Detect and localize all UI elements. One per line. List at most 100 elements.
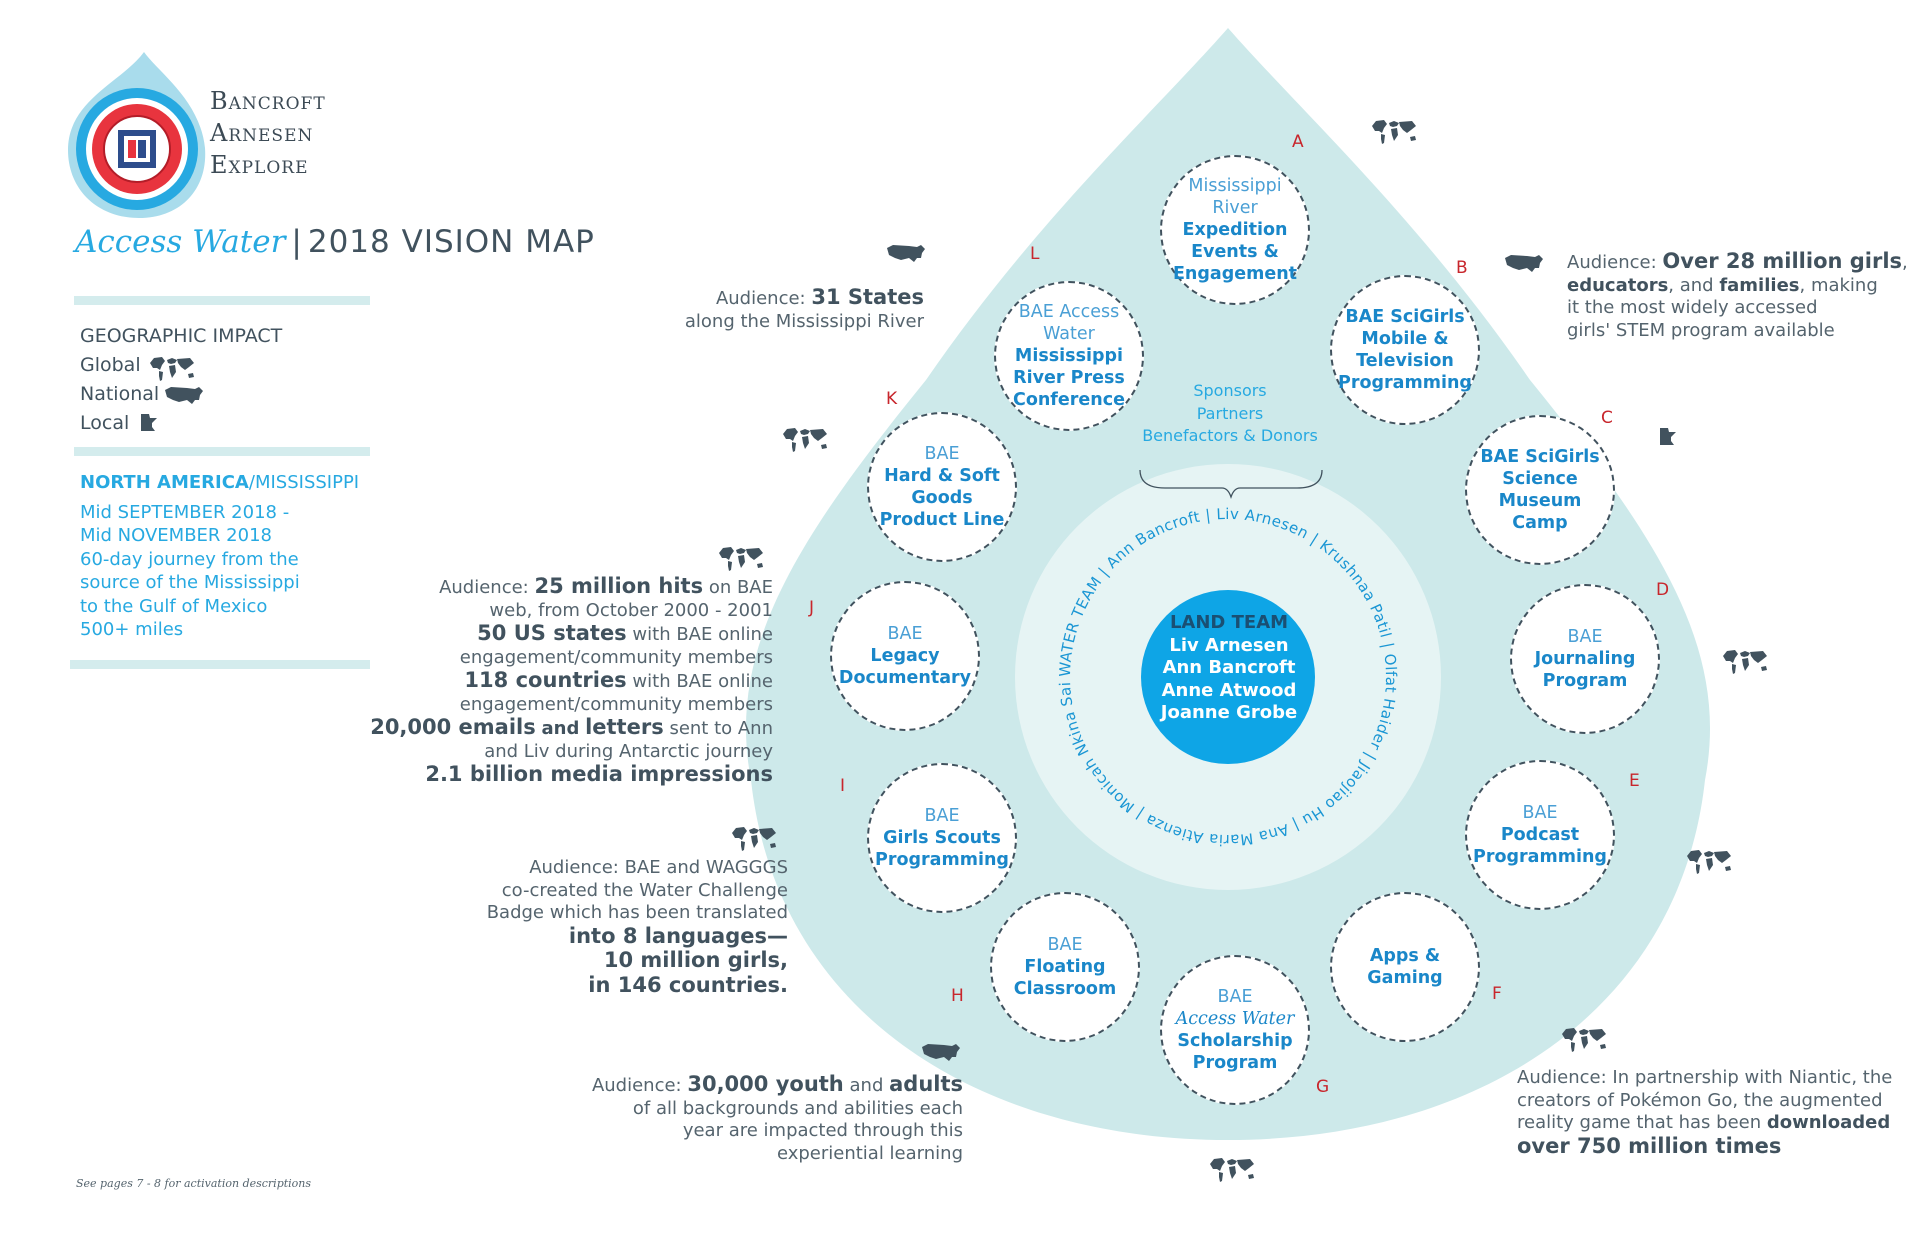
audience-b-b: Over 28 million girls	[1662, 249, 1903, 273]
node-d-line-3: Program	[1542, 671, 1628, 691]
region-line-5: to the Gulf of Mexico	[80, 595, 268, 617]
brand-line-1: Bancroft	[210, 87, 326, 115]
node-l-line-1: BAE Access Water	[1018, 302, 1120, 344]
node-h-line-2: Floating	[1024, 957, 1106, 977]
title-access-water: Access Water	[75, 224, 286, 260]
audience-j-4: engagement/community members	[459, 646, 773, 668]
audience-j-5a: 118 countries	[464, 668, 627, 692]
node-d: BAE Journaling Program	[1510, 584, 1660, 734]
node-i-line-2: Girls Scouts	[883, 828, 1001, 848]
node-c-line-4: Camp	[1512, 513, 1568, 533]
land-team-circle	[1141, 590, 1315, 764]
audience-h-1c: and	[849, 1075, 884, 1096]
node-k-line-1: BAE	[924, 444, 960, 464]
region-line-6: 500+ miles	[80, 619, 184, 640]
audience-j-9: 2.1 billion media impressions	[425, 762, 773, 786]
audience-f-3a: reality game that has been	[1517, 1112, 1762, 1133]
node-a-line-1: Mississippi	[1188, 176, 1282, 196]
node-b-line-4: Programming	[1338, 373, 1472, 393]
node-e-line-3: Programming	[1473, 847, 1607, 867]
geographic-impact-legend: GEOGRAPHIC IMPACT Global National Local	[80, 322, 282, 438]
land-team-member: Joanne Grobe	[1160, 702, 1298, 723]
node-j-line-3: Documentary	[838, 668, 972, 688]
title-vision-map: 2018 VISION MAP	[307, 224, 595, 260]
node-e-letter: E	[1629, 771, 1640, 791]
audience-h-1b: 30,000 youth	[687, 1072, 844, 1096]
footnote: See pages 7 - 8 for activation descripti…	[76, 1177, 312, 1190]
page-title: Access Water|2018 VISION MAP	[75, 224, 595, 260]
audience-b-d: educators	[1567, 274, 1669, 296]
node-g-line-4: Program	[1192, 1053, 1278, 1073]
world-icon-F	[1562, 1028, 1606, 1052]
audience-j-3b: with BAE online	[632, 624, 773, 645]
node-b: BAE SciGirls Mobile & Television Program…	[1330, 275, 1480, 425]
node-b-line-2: Mobile &	[1361, 329, 1449, 349]
node-c-letter: C	[1601, 408, 1613, 428]
audience-j-1b: 25 million hits	[534, 574, 704, 598]
node-g-line-2: Access Water	[1175, 1009, 1295, 1029]
region-title: NORTH AMERICA/MISSISSIPPI	[80, 471, 359, 495]
land-team-heading: LAND TEAM	[1169, 612, 1289, 633]
node-c: BAE SciGirls Science Museum Camp	[1465, 415, 1615, 565]
sponsors-line-3: Benefactors & Donors	[1142, 426, 1318, 445]
node-k: BAE Hard & Soft Goods Product Line	[867, 412, 1017, 562]
audience-i-6: in 146 countries.	[588, 972, 788, 997]
audience-j-7d: sent to Ann	[669, 718, 773, 739]
audience-i-2: co-created the Water Challenge	[501, 879, 788, 901]
sponsors-line-1: Sponsors	[1193, 381, 1267, 400]
audience-j-7b: and	[541, 718, 580, 739]
region-name-rest: /MISSISSIPPI	[248, 472, 360, 493]
audience-h-2: of all backgrounds and abilities each	[632, 1097, 963, 1119]
node-h: BAE Floating Classroom	[990, 892, 1140, 1042]
node-j-line-2: Legacy	[870, 646, 940, 666]
world-icon-G	[1210, 1158, 1254, 1182]
node-f-line-2: Gaming	[1367, 968, 1443, 988]
node-h-letter: H	[951, 986, 964, 1006]
node-l-line-2: Mississippi	[1014, 346, 1124, 366]
node-d-line-1: BAE	[1567, 627, 1603, 647]
audience-l-c: along the Mississippi River	[684, 310, 924, 332]
audience-j-2: web, from October 2000 - 2001	[489, 599, 773, 621]
audience-j-7c: letters	[585, 715, 664, 739]
node-h-line-1: BAE	[1047, 935, 1083, 955]
brand-line-2: Arnesen	[210, 119, 314, 147]
land-team-member: Ann Bancroft	[1162, 657, 1296, 678]
audience-b-c: ,	[1902, 252, 1908, 273]
divider-top	[74, 296, 370, 305]
audience-j-1a: Audience:	[439, 577, 529, 598]
usa-icon-L	[887, 245, 925, 262]
divider-middle	[74, 447, 370, 456]
node-d-letter: D	[1656, 580, 1670, 600]
node-a-line-5: Engagement	[1172, 264, 1298, 284]
geo-heading: GEOGRAPHIC IMPACT	[80, 325, 283, 347]
node-a-line-3: Expedition	[1182, 220, 1288, 240]
node-g-letter: G	[1316, 1077, 1330, 1097]
node-e-line-2: Podcast	[1500, 825, 1580, 845]
region-name-bold: NORTH AMERICA	[80, 472, 249, 493]
region-line-1: Mid SEPTEMBER 2018 -	[80, 501, 290, 523]
brand-line-3: Explore	[210, 151, 309, 179]
land-team-member: Liv Arnesen	[1169, 634, 1289, 656]
world-icon-E	[1687, 850, 1731, 874]
node-f: Apps & Gaming	[1330, 892, 1480, 1042]
node-g-line-3: Scholarship	[1177, 1031, 1293, 1051]
audience-b-f: families	[1719, 274, 1800, 296]
audience-b-h: it the most widely accessed	[1567, 297, 1818, 318]
land-team-member: Anne Atwood	[1161, 679, 1297, 701]
audience-h-3: year are impacted through this	[682, 1120, 963, 1141]
node-a-letter: A	[1292, 132, 1304, 152]
node-f-line-1: Apps &	[1369, 946, 1441, 966]
world-icon-A	[1372, 120, 1416, 144]
region-line-4: source of the Mississippi	[80, 572, 300, 593]
world-icon-D	[1723, 650, 1767, 674]
audience-f-3b: downloaded	[1766, 1112, 1891, 1133]
node-i-line-1: BAE	[924, 806, 960, 826]
title-separator: |	[291, 224, 302, 260]
audience-b-a: Audience:	[1567, 252, 1657, 273]
node-b-line-1: BAE SciGirls	[1345, 307, 1465, 327]
audience-h-1d: adults	[889, 1072, 963, 1096]
node-l-letter: L	[1030, 244, 1040, 264]
node-k-line-3: Goods	[911, 488, 973, 508]
audience-h-4: experiential learning	[776, 1142, 963, 1164]
node-j-line-1: BAE	[887, 624, 923, 644]
